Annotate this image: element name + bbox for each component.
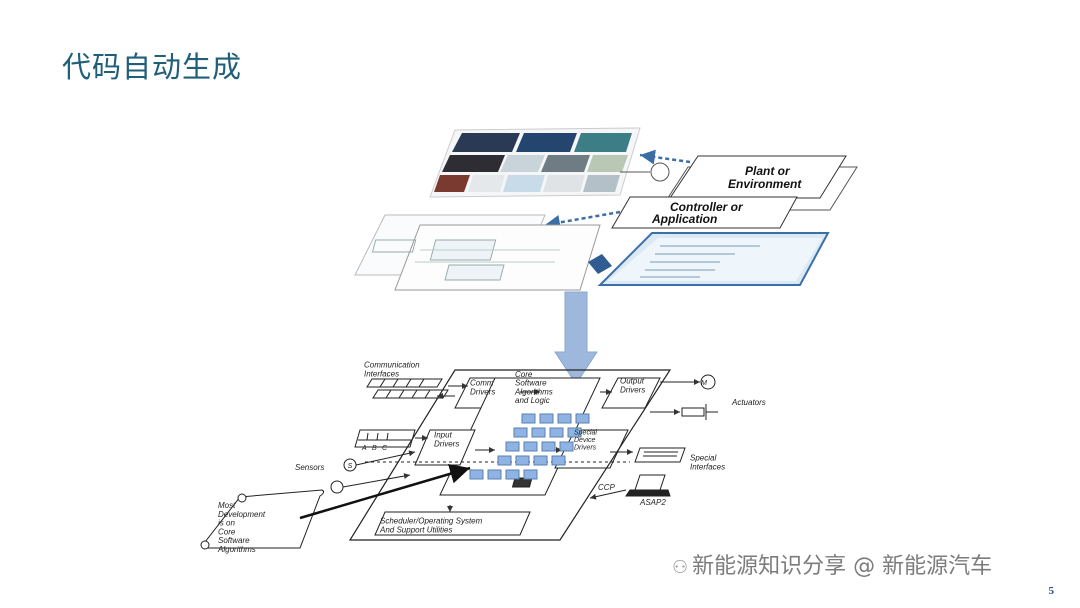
abc-a: A [361,445,367,452]
generate-arrow [588,254,612,274]
sensors-label: Sensors [295,463,324,472]
controller-label-line1: Controller or [670,200,744,214]
plant-label-line1: Plant or [745,164,791,178]
controller-dashed-arrow [544,210,621,230]
abc-c: C [382,445,388,452]
abc-b: B [372,445,377,452]
controller-application-box: Controller or Application [611,196,798,229]
note-pointer-arrow [299,464,471,520]
plant-label-line2: Environment [728,177,802,191]
core-blocks-grid [469,413,590,480]
asap2-label: ASAP2 [639,498,666,507]
controller-label-line2: Application [651,212,717,226]
wechat-icon: ⚇ [672,557,689,578]
plant-image-collage [429,127,670,198]
watermark-text: 新能源知识分享 @ 新能源汽车 [692,554,993,579]
slide-title: 代码自动生成 [62,50,243,84]
generated-code-window [597,232,830,286]
sensor-symbol: S [348,463,353,470]
plant-environment-box: Plant or Environment [659,155,858,211]
motor-symbol: M [701,380,707,387]
big-down-arrow [554,291,598,385]
plant-dashed-arrow [639,149,691,165]
actuators-label: Actuators [731,398,766,407]
ccp-label: CCP [598,483,616,492]
watermark: ⚇新能源知识分享 @ 新能源汽车 [672,548,992,580]
simulink-model-screens [354,214,601,291]
page-number: 5 [1048,585,1055,597]
